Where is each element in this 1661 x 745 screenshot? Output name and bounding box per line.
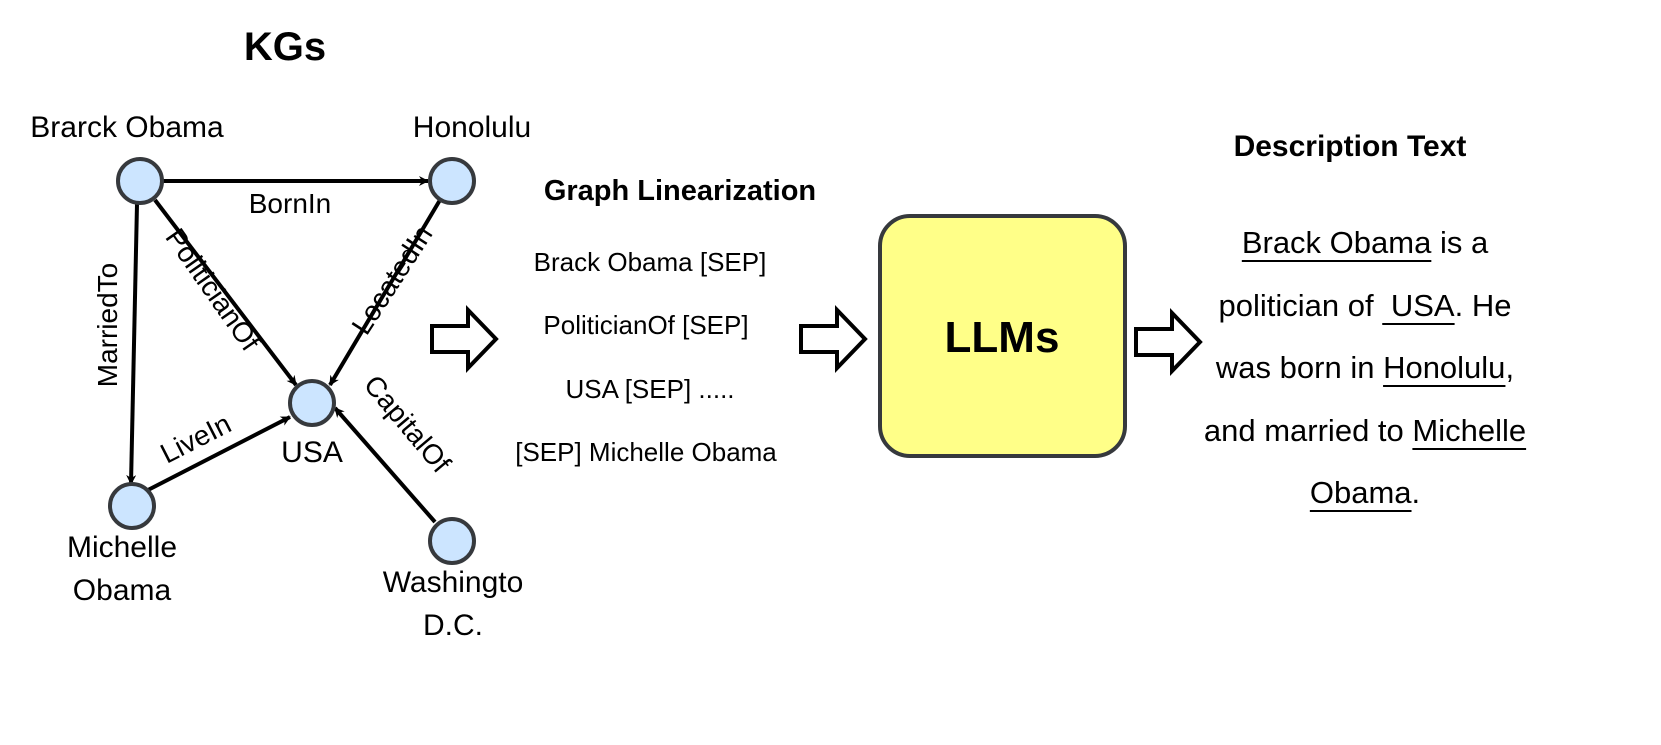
desc-text: . He [1454, 287, 1512, 323]
linearization-title: Graph Linearization [544, 175, 816, 207]
linearization-line-3: USA [SEP] ..... [565, 374, 734, 404]
edge-capital-of [333, 406, 437, 524]
kg-title: KGs [244, 25, 326, 69]
label-located-in: LocatedIn [346, 220, 439, 340]
hollow-arrow-icon [430, 305, 499, 373]
label-capital-of: CapitalOf [358, 369, 457, 479]
label-live-in: LiveIn [155, 408, 236, 470]
desc-text: and married to [1203, 412, 1413, 448]
linearization-line-1: Brack Obama [SEP] [534, 247, 767, 277]
label-politician-of: PoliticianOf [159, 223, 266, 357]
linearization-line-4: [SEP] Michelle Obama [515, 437, 777, 467]
edge-live-in [147, 415, 291, 492]
desc-text: politician of [1218, 287, 1383, 323]
description-text: Brack Obama is a politician of USA. He w… [1170, 212, 1560, 525]
node-label-washington-2: D.C. [423, 609, 483, 642]
desc-text: . [1411, 475, 1421, 510]
node-label-michelle-1: Michelle [67, 531, 177, 564]
node-honolulu [428, 157, 476, 205]
node-label-usa: USA [281, 436, 343, 469]
node-usa [288, 379, 336, 427]
node-barack-obama [116, 157, 164, 205]
entity-michelle: Michelle [1412, 412, 1527, 448]
edge-located-in [328, 198, 442, 387]
edge-married-to [126, 203, 139, 485]
label-married-to: MarriedTo [92, 263, 123, 387]
llm-box [878, 214, 1127, 458]
desc-text: , [1505, 350, 1515, 385]
node-washington-dc [428, 517, 476, 565]
edge-politician-of [153, 198, 298, 387]
node-label-washington-1: Washingto [383, 566, 524, 599]
llm-label: LLMs [945, 313, 1060, 362]
node-michelle-obama [108, 482, 156, 530]
description-title: Description Text [1234, 130, 1467, 163]
entity-obama: Obama [1309, 475, 1412, 510]
desc-text: was born in [1215, 350, 1384, 385]
entity-usa: USA [1382, 287, 1455, 323]
node-label-michelle-2: Obama [73, 574, 172, 607]
hollow-arrow-icon [1134, 308, 1203, 376]
entity-brack-obama: Brack Obama [1241, 225, 1432, 260]
hollow-arrow-icon [799, 305, 868, 373]
node-label-barack: Brarck Obama [30, 111, 224, 144]
label-born-in: BornIn [249, 188, 332, 219]
entity-honolulu: Honolulu [1383, 350, 1506, 385]
desc-text: is a [1431, 225, 1489, 260]
node-label-honolulu: Honolulu [413, 111, 531, 144]
linearization-line-2: PoliticianOf [SEP] [543, 310, 748, 340]
